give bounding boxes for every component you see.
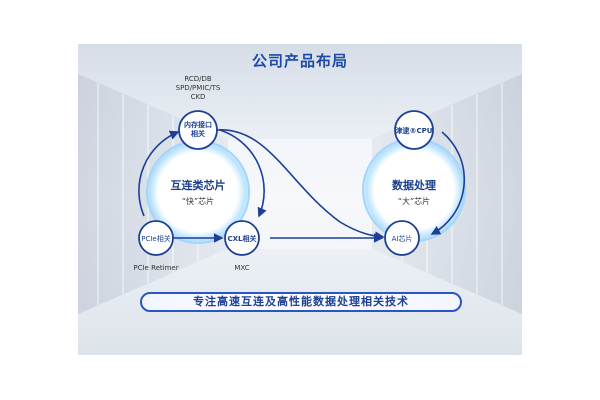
ai-chip-node-label: AI芯片: [391, 235, 413, 243]
label-rcd-db: RCD/DB: [184, 75, 212, 83]
node-memory-interface: [178, 110, 218, 150]
product-layout-diagram: [138, 110, 466, 256]
cxl-node-label: CXL相关: [227, 235, 257, 243]
label-ckd: CKD: [190, 93, 206, 101]
orbit-arrow-pcie-to-memory: [138, 130, 180, 217]
label-pcie-retimer: PCIe Retimer: [133, 264, 179, 272]
jintiao-cpu-node-label: 津逮®CPU: [395, 127, 433, 135]
label-mxc: MXC: [234, 264, 250, 272]
interconnect-hub-name: 互连类芯片: [170, 179, 226, 192]
node-ai-chip: [384, 220, 420, 256]
label-spd-pmic-ts: SPD/PMIC/TS: [175, 84, 221, 92]
orbit-arrow-memory-to-cxl: [219, 129, 267, 218]
memory-interface-line2: 相关: [191, 130, 205, 138]
data-processing-hub-name: 数据处理: [392, 179, 436, 192]
memory-interface-products: RCD/DB SPD/PMIC/TS CKD: [173, 75, 223, 102]
arrow-memory-to-ai: [215, 129, 385, 241]
interconnect-hub-subtitle: “快”芯片: [181, 197, 215, 206]
page-title: 公司产品布局: [251, 52, 348, 70]
memory-interface-node-label: 内存接口 相关: [179, 121, 217, 139]
node-jintiao-cpu: [394, 110, 434, 150]
orbit-arrow-cpu-to-ai: [430, 131, 465, 235]
node-cxl: [224, 220, 260, 256]
node-pcie: [138, 220, 174, 256]
memory-interface-line1: 内存接口: [184, 121, 212, 129]
data-processing-hub-subtitle: “大”芯片: [397, 197, 431, 206]
slide: 公司产品布局: [78, 44, 522, 355]
pcie-node-label: PCIe相关: [141, 235, 171, 243]
tagline-banner: 专注高速互连及高性能数据处理相关技术: [140, 292, 462, 312]
